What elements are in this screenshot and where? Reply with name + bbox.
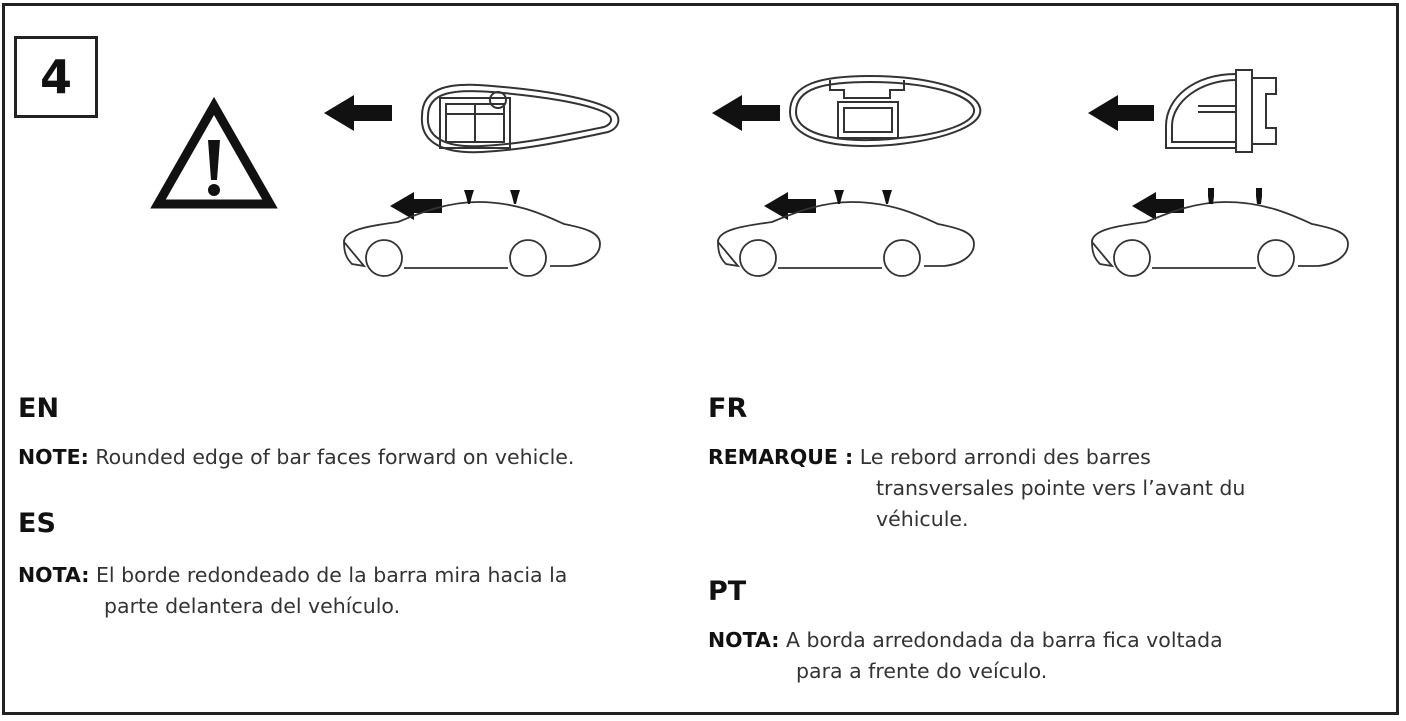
- note-label-pt: NOTA:: [708, 628, 780, 652]
- car-side-view-2: [717, 190, 975, 277]
- arrow-left-icon: [712, 95, 780, 131]
- arrow-left-icon: [1088, 95, 1154, 131]
- warning-triangle-icon: [150, 96, 278, 209]
- lang-code-en: EN: [18, 393, 60, 424]
- roof-bar-feet: [834, 190, 892, 204]
- note-text-fr-line1: Le rebord arrondi des barres: [859, 445, 1151, 469]
- bar-profile-3-diagram: [1088, 69, 1277, 153]
- step-number-box: 4: [14, 36, 98, 118]
- note-en: NOTE: Rounded edge of bar faces forward …: [18, 442, 698, 473]
- arrow-left-icon: [324, 95, 392, 131]
- car-side-view-3: [1091, 188, 1349, 277]
- roof-bar-feet: [1208, 188, 1262, 204]
- note-text-fr-line2: transversales pointe vers l’avant du: [876, 476, 1246, 500]
- note-text-fr-line3: véhicule.: [876, 507, 969, 531]
- arrow-left-icon: [390, 192, 442, 220]
- note-fr: REMARQUE : Le rebord arrondi des barres …: [708, 442, 1388, 535]
- bar-profile-1-diagram: [324, 83, 620, 154]
- car-side-view-1: [343, 190, 601, 277]
- note-text-en: Rounded edge of bar faces forward on veh…: [95, 445, 575, 469]
- bar-profile-2-diagram: [712, 74, 982, 148]
- lang-code-es: ES: [18, 508, 56, 539]
- note-label-en: NOTE:: [18, 445, 89, 469]
- note-label-es: NOTA:: [18, 563, 90, 587]
- arrow-left-icon: [764, 192, 816, 220]
- note-text-es-line1: El borde redondeado de la barra mira hac…: [95, 563, 568, 587]
- bar-profile-3: [1165, 69, 1277, 153]
- note-text-pt-line2: para a frente do veículo.: [796, 659, 1048, 683]
- step-number: 4: [39, 50, 72, 104]
- note-text-pt-line1: A borda arredondada da barra fica voltad…: [785, 628, 1223, 652]
- note-pt: NOTA: A borda arredondada da barra fica …: [708, 625, 1388, 687]
- arrow-left-icon: [1132, 192, 1184, 220]
- lang-code-fr: FR: [708, 393, 748, 424]
- page-frame: [2, 3, 1399, 715]
- note-text-es-line2: parte delantera del vehículo.: [104, 594, 401, 618]
- bar-profile-1: [420, 83, 620, 154]
- note-es: NOTA: El borde redondeado de la barra mi…: [18, 560, 698, 622]
- lang-code-pt: PT: [708, 576, 747, 607]
- note-label-fr: REMARQUE :: [708, 445, 854, 469]
- roof-bar-feet: [464, 190, 520, 204]
- bar-profile-2: [788, 74, 982, 148]
